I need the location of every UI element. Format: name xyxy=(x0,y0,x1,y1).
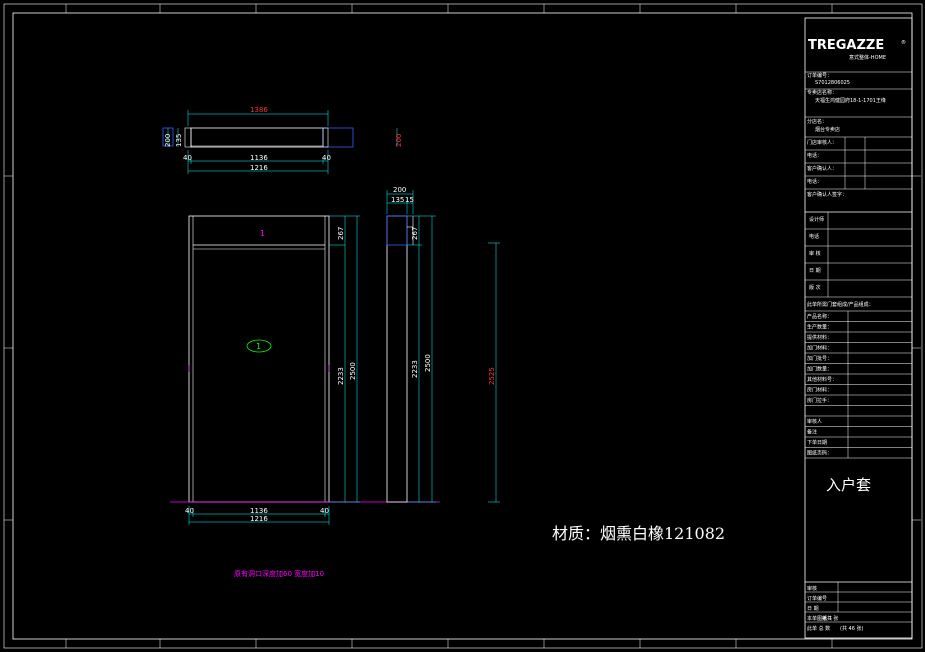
sheet-total-value: (共 46 张) xyxy=(840,625,863,632)
front-part-label: 1 xyxy=(260,229,265,238)
outer-frame xyxy=(3,3,923,649)
material-row-3: 加门材料： xyxy=(807,345,832,352)
tb-row-label-3: 门店审核人： xyxy=(807,139,837,146)
dim-side-top-c: 15 xyxy=(405,196,414,204)
sheet-value: 第 1 张 xyxy=(822,615,838,622)
material-row-1: 生产数量： xyxy=(807,324,832,331)
dim-top-left-jamb: 40 xyxy=(183,154,192,162)
border-ticks xyxy=(4,4,921,648)
material-row-10: 审核人 xyxy=(807,418,822,425)
product-name: 入户套 xyxy=(826,476,871,494)
dim-top-right-depth: 200 xyxy=(395,134,403,147)
material-row-5: 加门数量： xyxy=(807,366,832,373)
inner-frame xyxy=(12,12,913,640)
material-row-6: 其他材料号： xyxy=(807,376,837,383)
top-view: 1386 1136 1216 40 40 200 135 200 xyxy=(162,106,403,174)
title-block: TREGAZZE ® 意式整体-HOME xyxy=(804,17,913,639)
order-no-value: S7012806025 xyxy=(815,80,850,86)
design-row-3: 日 期 xyxy=(809,268,821,274)
dim-side-inner: 2233 xyxy=(411,360,419,378)
dim-top-depth-b: 135 xyxy=(175,134,183,147)
opening-note: 原有洞口深度加60 宽度加10 xyxy=(234,569,324,578)
brand-logo: TREGAZZE xyxy=(808,38,884,53)
tb-row-label-6: 电话： xyxy=(807,178,822,185)
bottom-row-2: 日 期 xyxy=(807,606,819,612)
tb-row-label-4: 电话： xyxy=(807,152,822,159)
brand-logo-sub: 意式整体-HOME xyxy=(849,54,886,61)
material-note: 材质：烟熏白橡121082 xyxy=(552,524,725,543)
dim-front-bottom-outer: 1216 xyxy=(250,515,268,523)
title-block-rows: 订单编号：S7012806025 专卖店名称：天福生鸿健园府18-1-1701王绛… xyxy=(805,72,912,632)
dim-front-header: 267 xyxy=(337,227,345,240)
dim-top-inner: 1136 xyxy=(250,154,268,162)
order-no-label: 订单编号： xyxy=(807,72,832,79)
dim-top-right-jamb: 40 xyxy=(322,154,331,162)
branch-value: 烟台专卖店 xyxy=(815,126,840,133)
dim-top-outer: 1216 xyxy=(250,164,268,172)
tb-row-label-5: 客户确认人： xyxy=(807,165,837,172)
part-marker-circle xyxy=(246,339,272,353)
dim-front-bottom-right: 40 xyxy=(320,507,329,515)
front-view: 1 1 267 2233 2500 1136 1216 40 40 xyxy=(170,215,440,525)
bottom-row-0: 审核 xyxy=(807,585,817,592)
material-row-8: 房门拉手： xyxy=(807,397,832,404)
dim-top-depth-a: 200 xyxy=(164,134,172,147)
sheet-label: 本单图纸共 xyxy=(807,615,832,622)
bottom-row-1: 订单编号 xyxy=(807,595,827,602)
customer-sign-label: 客户确认人签字： xyxy=(807,191,847,198)
materials-header: 此单所需门套组成/产品组成： xyxy=(807,301,874,308)
material-row-13: 图纸页码： xyxy=(807,450,832,457)
dim-side-outer: 2500 xyxy=(424,354,432,372)
dim-side-header: 267 xyxy=(411,227,419,240)
sheet-total-label: 此单 总 数 xyxy=(807,625,830,632)
dim-side-top-a: 200 xyxy=(393,186,406,194)
material-row-0: 产品名称： xyxy=(807,313,832,320)
brand-logo-reg: ® xyxy=(901,39,906,46)
dim-overall-height: 2525 xyxy=(488,367,496,385)
branch-label: 分店名： xyxy=(807,118,827,125)
material-row-4: 加门批号： xyxy=(807,355,832,362)
design-row-0: 设计师 xyxy=(809,216,824,223)
part-marker-label: 1 xyxy=(256,342,261,351)
dim-side-top-b: 135 xyxy=(391,196,404,204)
dim-top-overall: 1386 xyxy=(250,106,268,114)
dim-front-inner: 2233 xyxy=(337,367,345,385)
side-view: 200 135 15 267 2233 2500 2525 xyxy=(386,186,500,503)
shop-name-value: 天福生鸿健园府18-1-1701王绛 xyxy=(815,97,886,104)
dim-front-bottom-left: 40 xyxy=(185,507,194,515)
design-row-4: 版 次 xyxy=(809,284,821,291)
material-row-12: 下单日期 xyxy=(807,439,827,446)
dim-front-bottom-inner: 1136 xyxy=(250,507,268,515)
design-row-2: 审 核 xyxy=(809,250,821,257)
material-row-2: 提供材料： xyxy=(807,334,832,341)
material-row-11: 备注 xyxy=(807,429,817,436)
shop-name-label: 专卖店名称： xyxy=(807,89,837,96)
material-row-7: 房门材料： xyxy=(807,387,832,394)
design-row-1: 电话 xyxy=(809,233,819,240)
dim-front-outer: 2500 xyxy=(349,362,357,380)
